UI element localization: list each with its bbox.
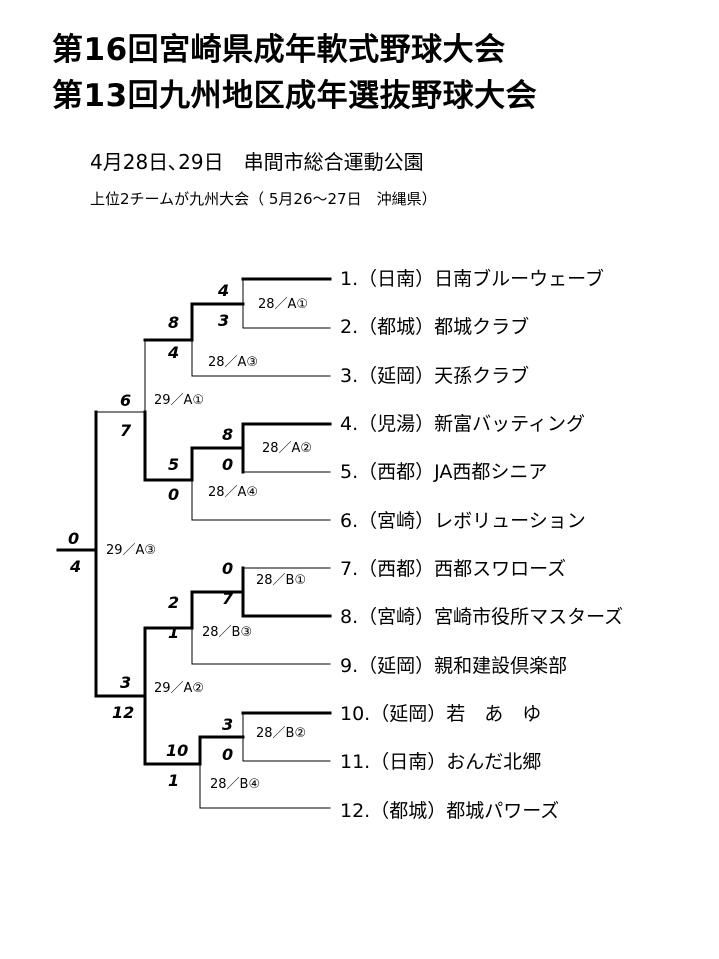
team-7: 7.（西都）西都スワローズ	[340, 558, 567, 580]
team-2: 2.（都城）都城クラブ	[340, 316, 530, 338]
team-8: 8.（宮崎）宮崎市役所マスターズ	[340, 606, 624, 628]
label-semi1: 29／A①	[154, 393, 204, 408]
score-semi1-bottom: 7	[120, 421, 132, 440]
team-4: 4.（児湯）新富バッティング	[340, 413, 585, 435]
label-a3: 28／A③	[208, 355, 258, 370]
score-b3-top: 2	[168, 593, 179, 612]
score-a3-bottom: 4	[167, 343, 179, 362]
score-final-top: 0	[68, 529, 79, 548]
label-semi2: 29／A②	[154, 681, 204, 696]
score-b4-bottom: 1	[168, 771, 179, 790]
score-final-bottom: 4	[69, 557, 81, 576]
score-b3-bottom: 1	[168, 623, 179, 642]
score-a3-top: 8	[168, 313, 179, 332]
score-semi1-top: 6	[120, 391, 131, 410]
team-11: 11.（日南）おんだ北郷	[340, 751, 542, 773]
team-3: 3.（延岡）天孫クラブ	[340, 365, 530, 387]
label-b4: 28／B④	[210, 777, 260, 792]
team-1: 1.（日南）日南ブルーウェーブ	[340, 268, 604, 290]
score-b2-bottom: 0	[222, 745, 233, 764]
title-line-2: 第13回九州地区成年選抜野球大会	[52, 78, 538, 114]
score-a2-bottom: 0	[222, 455, 233, 474]
team-12: 12.（都城）都城パワーズ	[340, 800, 560, 822]
score-a4-bottom: 0	[168, 485, 179, 504]
score-a1-top: 4	[217, 281, 229, 300]
score-a1-bottom: 3	[218, 311, 229, 330]
title-line-1: 第16回宮崎県成年軟式野球大会	[52, 32, 506, 68]
qualification-note: 上位2チームが九州大会（ 5月26～27日 沖縄県）	[90, 190, 437, 208]
team-10: 10.（延岡）若 あ ゆ	[340, 703, 542, 725]
score-b2-top: 3	[222, 715, 233, 734]
label-b1: 28／B①	[256, 573, 306, 588]
score-semi2-top: 3	[120, 673, 131, 692]
label-a2: 28／A②	[262, 441, 312, 456]
score-b4-top: 10	[166, 741, 188, 760]
label-final: 29／A③	[106, 543, 156, 558]
label-b2: 28／B②	[256, 726, 306, 741]
label-a1: 28／A①	[258, 297, 308, 312]
team-9: 9.（延岡）親和建設倶楽部	[340, 655, 568, 677]
label-b3: 28／B③	[202, 625, 252, 640]
score-semi2-bottom: 12	[112, 703, 134, 722]
team-6: 6.（宮崎）レボリューション	[340, 510, 586, 532]
score-b1-bottom: 7	[222, 589, 234, 608]
label-a4: 28／A④	[208, 485, 258, 500]
score-a2-top: 8	[222, 425, 233, 444]
team-5: 5.（西都）JA西都シニア	[340, 461, 548, 483]
score-a4-top: 5	[168, 455, 179, 474]
dates-venue: 4月28日､29日 串間市総合運動公園	[90, 150, 424, 174]
score-b1-top: 0	[222, 559, 233, 578]
